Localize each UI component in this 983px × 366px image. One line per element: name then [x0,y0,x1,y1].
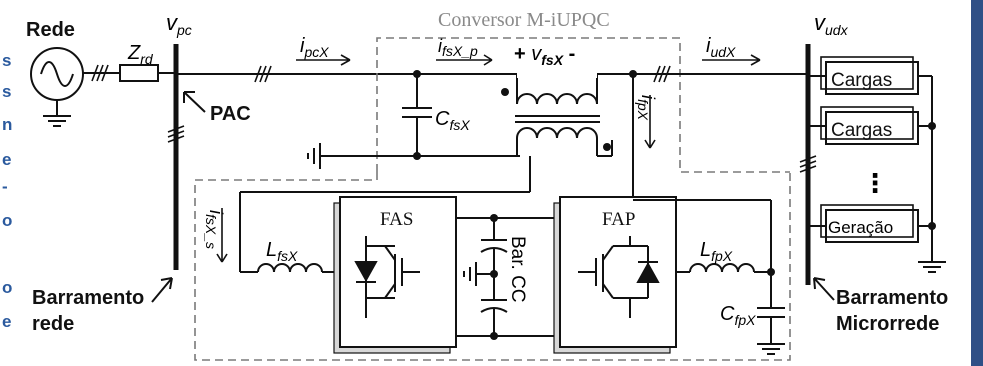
barramento-microrrede-label-1: Barramento [836,287,948,309]
barramento-rede-arrow [151,277,173,303]
iudx-arrow [702,54,761,66]
bar-cc-label: Bar. CC [507,236,528,303]
three-phase-marker [91,64,109,82]
three-phase-marker [799,155,817,173]
ifpx-arrow [644,95,656,149]
ifsxp-arrow [436,54,493,66]
ground-icon [463,262,477,286]
ground-icon [43,115,71,127]
transformer-secondary-coil [516,127,598,156]
three-phase-marker [653,65,671,83]
junction-node [928,222,936,230]
fap-igbt-diode-icon [578,236,660,318]
left-edge-char: o [2,211,12,230]
converter-boundary-upper [376,37,790,173]
right-edge-bar [971,0,983,366]
lfpx-label: LfpX [700,239,733,264]
converter-boundary-lower [194,172,791,361]
lfpx-inductor [689,263,755,273]
left-edge-char: s [2,51,11,70]
transformer-dot [501,88,509,96]
left-edge-char: o [2,278,12,297]
left-edge-text: s s n e - o o e [2,51,12,331]
ifsxs-arrow [216,208,228,263]
cargas-label-1: Cargas [831,70,892,91]
pac-label: PAC [210,103,251,125]
cfsx-label: CfsX [435,108,470,133]
fas-box [339,196,457,348]
pac-arrow [183,91,206,113]
more-loads-ellipsis: ⋮ [862,168,888,198]
zrd-impedance [119,64,159,82]
iudx-label: iudX [706,35,736,60]
ac-source-sine-icon [40,61,74,87]
fap-label: FAP [602,209,635,230]
ipcx-label: ipcX [300,35,329,60]
vfsx-label: + vfsX - [514,43,575,68]
vudx-label: vudx [814,10,849,38]
transformer-dot [603,143,611,151]
fas-igbt-diode-icon [354,236,420,318]
barramento-rede-label-1: Barramento [32,287,144,309]
barramento-rede-label-2: rede [32,313,74,335]
ifsxs-label: ifsX_s [203,210,226,249]
rede-label: Rede [26,19,75,41]
left-edge-char: n [2,115,12,134]
fas-label: FAS [380,209,413,230]
left-edge-char: - [2,177,8,196]
junction-node [928,122,936,130]
three-phase-marker [254,65,272,83]
ifpx-label: ifpX [635,95,658,121]
conversor-label: Conversor M-iUPQC [438,9,610,31]
left-edge-char: e [2,312,11,331]
ground-icon [757,343,785,355]
ipcx-arrow [296,54,351,66]
left-edge-char: s [2,82,11,101]
left-edge-char: e [2,150,11,169]
barramento-microrrede-arrow [813,277,835,301]
zrd-label: Zrd [127,42,154,67]
ground-icon [918,261,946,273]
lfsx-label: LfsX [266,239,298,264]
lfsx-inductor [257,263,323,273]
cfpx-label: CfpX [720,303,756,328]
ground-icon [307,143,321,169]
transformer-primary-coil [516,74,598,105]
barramento-microrrede-label-2: Microrrede [836,313,939,335]
geracao-label: Geração [828,218,893,237]
vpc-label: vpc [166,10,192,38]
three-phase-marker [167,125,185,143]
cargas-label-2: Cargas [831,120,892,141]
ifsxp-label: ifsX_p [438,36,478,59]
